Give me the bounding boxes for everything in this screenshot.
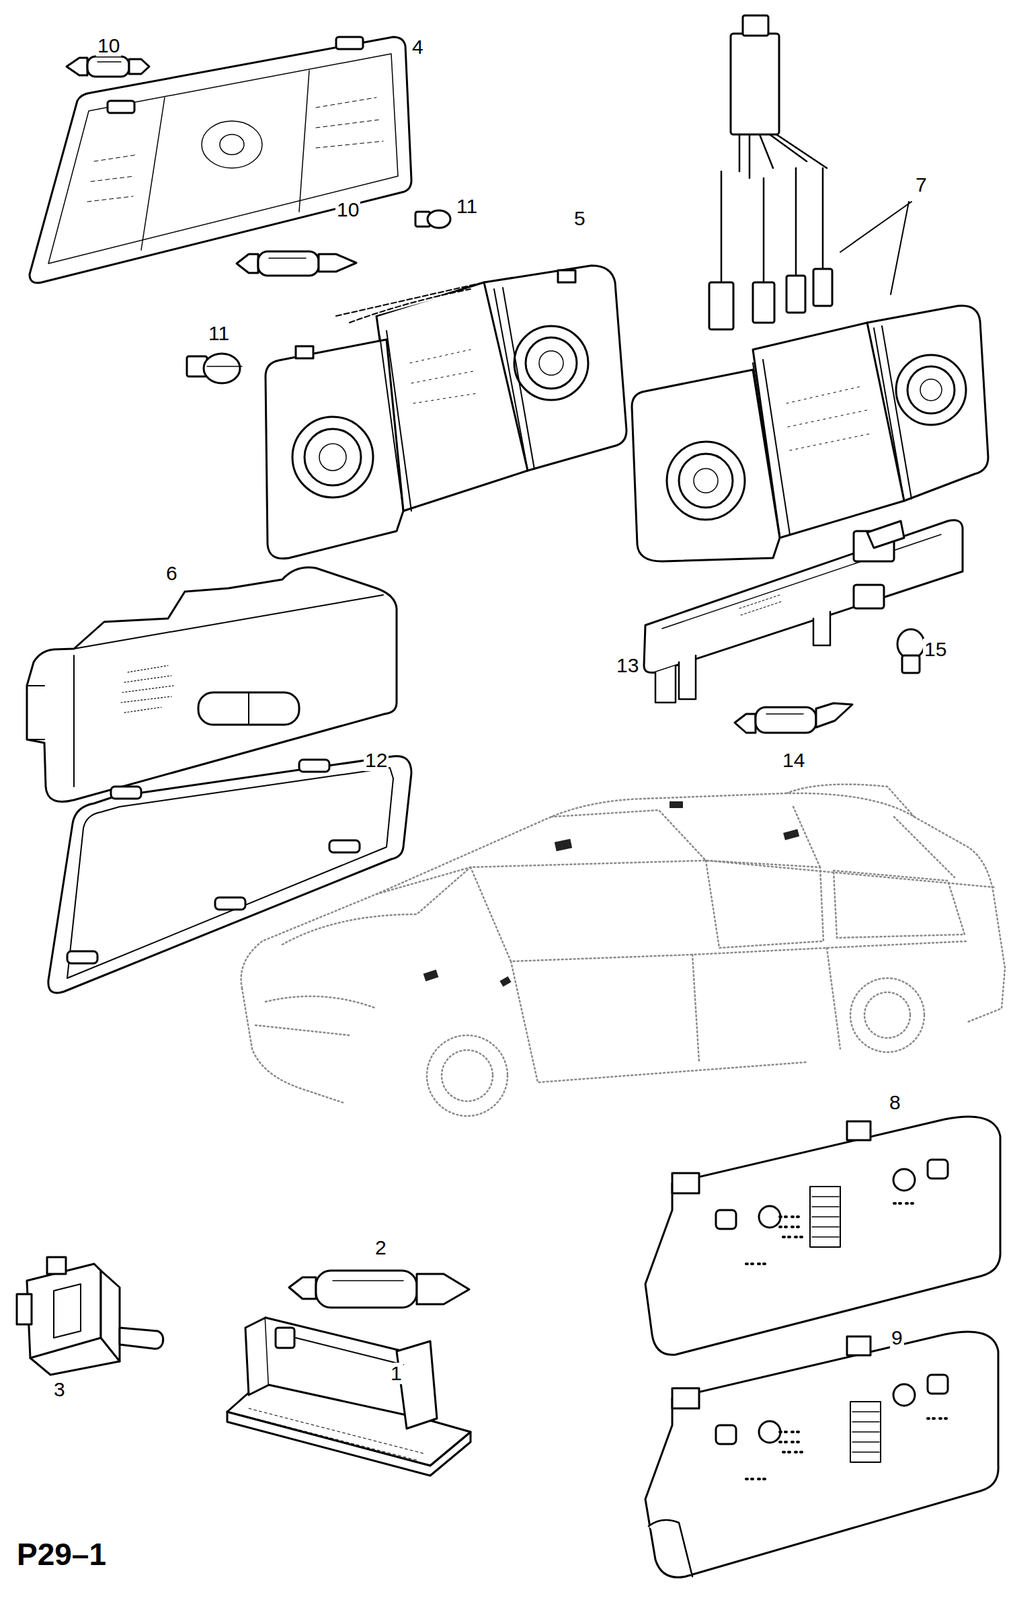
callout-number: 10 bbox=[96, 34, 121, 57]
roof-console bbox=[645, 1116, 1001, 1355]
figure-code: P29–1 bbox=[15, 1538, 108, 1571]
reading-lamp-unit bbox=[631, 15, 989, 562]
door-contact-switch bbox=[16, 1257, 164, 1375]
lamp-seal-frame bbox=[48, 756, 412, 993]
switch-strip bbox=[643, 520, 963, 703]
callout-number: 4 bbox=[410, 36, 425, 58]
callout-number: 15 bbox=[922, 638, 948, 661]
wedge-bulb bbox=[897, 629, 925, 673]
callout-number: 9 bbox=[890, 1326, 905, 1349]
callout-number: 14 bbox=[781, 749, 806, 772]
callout-number: 6 bbox=[164, 562, 179, 585]
callout-number: 13 bbox=[615, 654, 640, 677]
callout-number: 10 bbox=[335, 198, 361, 221]
bulb-holder bbox=[227, 1317, 471, 1476]
callout-number: 1 bbox=[389, 1362, 404, 1385]
lamp-lens bbox=[29, 36, 412, 283]
festoon-bulb bbox=[734, 703, 853, 733]
roof-console bbox=[645, 1331, 999, 1577]
callout-number: 7 bbox=[914, 174, 929, 196]
lamp-location-mark bbox=[423, 801, 800, 987]
car-outline bbox=[241, 784, 1005, 1116]
festoon-bulb bbox=[66, 56, 150, 77]
wedge-bulb bbox=[415, 210, 451, 228]
reading-lamp-unit bbox=[265, 265, 627, 559]
callout-number: 11 bbox=[455, 195, 479, 218]
callout-number: 11 bbox=[207, 322, 231, 345]
festoon-bulb bbox=[236, 251, 357, 276]
festoon-bulb bbox=[289, 1270, 470, 1308]
wedge-bulb bbox=[186, 353, 242, 384]
callout-number: 2 bbox=[373, 1236, 388, 1259]
callout-number: 3 bbox=[52, 1378, 67, 1401]
callout-number: 12 bbox=[363, 749, 389, 772]
callout-number: 5 bbox=[572, 207, 587, 230]
callout-number: 8 bbox=[887, 1091, 903, 1114]
